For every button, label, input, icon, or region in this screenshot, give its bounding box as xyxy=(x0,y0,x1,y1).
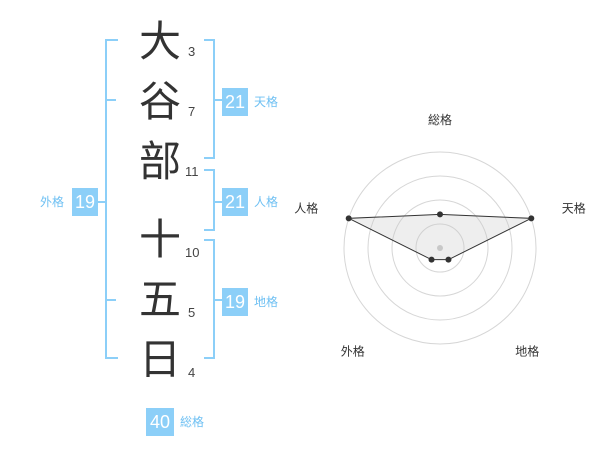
radar-ring-1 xyxy=(415,223,465,273)
radar-axis-label-3: 地格 xyxy=(515,344,539,359)
radar-ring-4 xyxy=(343,151,537,345)
outer-bracket xyxy=(105,39,118,359)
stroke-count-5: 5 xyxy=(188,305,196,320)
stroke-count-2: 7 xyxy=(188,104,196,119)
radar-point-1 xyxy=(437,211,443,218)
name-char-2: 谷 xyxy=(138,77,181,126)
radar-axis-label-2: 天格 xyxy=(562,200,586,215)
total-label: 総格 xyxy=(180,415,205,429)
name-char-4: 十 xyxy=(138,215,181,264)
name-char-3: 部 xyxy=(138,137,181,186)
radar-axis-label-1: 総格 xyxy=(428,112,452,127)
radar-point-5 xyxy=(345,215,352,222)
name-char-1: 大 xyxy=(138,17,181,66)
stroke-count-6: 4 xyxy=(188,365,196,380)
ten-value-badge: 21 xyxy=(222,88,248,116)
stroke-count-4: 10 xyxy=(185,245,200,260)
jin-value-badge: 21 xyxy=(222,188,248,216)
radar-axis-label-4: 外格 xyxy=(341,344,365,359)
gai-label: 外格 xyxy=(40,195,65,209)
stroke-count-1: 3 xyxy=(188,44,196,59)
jin-label: 人格 xyxy=(254,195,279,209)
name-char-5: 五 xyxy=(138,275,181,324)
gai-value-badge: 19 xyxy=(72,188,98,216)
ten-label: 天格 xyxy=(254,95,279,109)
radar-ring-2 xyxy=(391,199,489,297)
chi-value-badge: 19 xyxy=(222,288,248,316)
radar-polygon xyxy=(346,213,534,261)
chi-label: 地格 xyxy=(254,295,279,309)
total-value-badge: 40 xyxy=(146,408,174,436)
radar-point-4 xyxy=(428,256,435,263)
jin-bracket xyxy=(204,169,215,231)
radar-axis-label-5: 人格 xyxy=(294,200,318,215)
stroke-count-3: 11 xyxy=(185,164,199,179)
radar-point-2 xyxy=(528,215,535,222)
radar-center xyxy=(437,245,443,251)
radar-point-3 xyxy=(445,256,452,263)
name-char-6: 日 xyxy=(138,335,181,384)
radar-ring-3 xyxy=(367,175,513,321)
